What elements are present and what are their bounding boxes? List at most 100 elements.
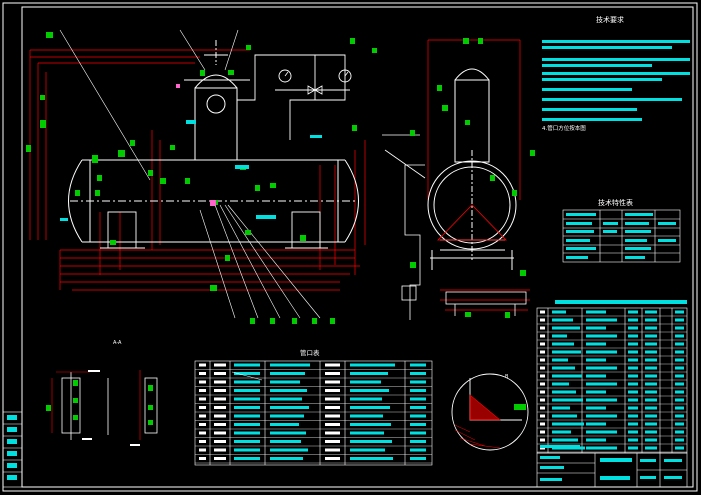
nozzle-row-dn — [214, 440, 226, 443]
parts-row-name — [586, 422, 606, 426]
nozzle-row-standard — [234, 448, 260, 452]
nozzle-row-symbol — [199, 406, 206, 409]
nozzle-row-connection — [270, 448, 308, 452]
nozzle-row-dn — [214, 389, 226, 392]
parts-row-weight — [675, 430, 684, 434]
title-block-grid — [536, 452, 688, 488]
parts-row-qty — [628, 342, 638, 346]
parts-list-rows — [537, 310, 687, 453]
parts-row-qty — [628, 414, 638, 418]
gauge-icon — [338, 69, 352, 83]
parts-row-name — [586, 446, 617, 450]
parts-row-name — [586, 310, 606, 314]
nozzle-row-remark — [410, 457, 426, 460]
nozzle-row-connection — [270, 397, 302, 401]
parts-row-qty — [628, 318, 638, 322]
nozzle-row-standard — [234, 440, 260, 443]
parts-row-material — [645, 390, 657, 394]
detail-a: A-A — [46, 340, 158, 446]
nozzle-row-connection — [270, 414, 304, 418]
nozzle-row-face — [325, 423, 340, 426]
nozzle-row-purpose — [350, 414, 383, 418]
parts-row-qty — [628, 310, 638, 314]
parts-row-index — [540, 406, 545, 410]
front-view — [26, 29, 377, 324]
parts-row-qty — [628, 390, 638, 394]
nozzle-row-face — [325, 440, 340, 443]
parts-row-material — [645, 446, 657, 450]
nozzle-row-purpose — [350, 406, 390, 409]
tech-characteristics-cells — [566, 213, 676, 259]
parts-row-material — [645, 382, 657, 386]
parts-row-index — [540, 374, 545, 378]
parts-row-qty — [628, 334, 638, 338]
parts-row-qty — [628, 438, 638, 442]
nozzle-row-symbol — [199, 372, 206, 375]
tech-characteristics-title: 技术特性表 — [598, 198, 633, 207]
nozzle-row-purpose — [350, 372, 388, 375]
inner-frame — [21, 6, 694, 488]
nozzle-table-title: 管口表 — [300, 348, 320, 357]
parts-row-index — [540, 430, 545, 434]
nozzle-row-connection — [270, 389, 307, 392]
parts-row-code — [552, 414, 577, 418]
parts-row-code — [552, 342, 574, 346]
nozzle-row-purpose — [350, 457, 393, 460]
parts-row-code — [552, 398, 583, 402]
tech-requirements-title: 技术要求 — [596, 15, 624, 24]
nozzle-row-purpose — [350, 363, 395, 367]
nozzle-row-standard — [234, 423, 260, 426]
tech-characteristics: 技术特性表 — [562, 198, 681, 263]
nozzle-row-connection — [270, 406, 309, 409]
nozzle-row-face — [325, 389, 340, 392]
parts-row-qty — [628, 358, 638, 362]
parts-row-qty — [628, 374, 638, 378]
nozzle-row-face — [325, 372, 340, 375]
parts-row-code — [552, 366, 575, 370]
parts-row-name — [586, 398, 617, 402]
parts-row-name — [586, 390, 606, 394]
tech-note-4: 4.管口方位按本图 — [542, 124, 586, 132]
parts-row-index — [540, 358, 545, 362]
nozzle-row-standard — [234, 397, 260, 401]
parts-row-qty — [628, 422, 638, 426]
nozzle-row-dn — [214, 414, 226, 418]
nozzle-marks — [176, 84, 216, 206]
nozzle-row-standard — [234, 457, 260, 460]
parts-row-code — [552, 358, 568, 362]
leader-lines — [59, 29, 321, 319]
parts-row-index — [540, 438, 545, 442]
left-strip-table — [2, 411, 23, 488]
parts-row-qty — [628, 382, 638, 386]
nozzle-row-connection — [270, 457, 303, 460]
parts-row-name — [586, 342, 606, 346]
parts-row-material — [645, 398, 657, 402]
nozzle-row-remark — [410, 380, 426, 384]
nozzle-row-dn — [214, 363, 226, 367]
saddle-detail — [445, 291, 527, 316]
parts-row-name — [586, 366, 617, 370]
nozzle-table-diagonal — [231, 371, 263, 381]
nozzle-row-standard — [234, 414, 260, 418]
front-dimension-text — [60, 120, 322, 221]
nozzle-row-symbol — [199, 423, 206, 426]
nozzle-row-symbol — [199, 414, 206, 418]
nozzle-row-purpose — [350, 440, 392, 443]
parts-row-material — [645, 310, 657, 314]
nozzle-row-face — [325, 406, 340, 409]
nozzle-row-purpose — [350, 380, 381, 384]
parts-row-weight — [675, 350, 684, 354]
nozzle-row-remark — [410, 372, 426, 375]
parts-row-index — [540, 366, 545, 370]
parts-row-index — [540, 398, 545, 402]
nozzle-row-face — [325, 448, 340, 452]
parts-row-code — [552, 390, 576, 394]
nozzle-row-face — [325, 397, 340, 401]
parts-row-name — [586, 414, 617, 418]
parts-row-material — [645, 374, 657, 378]
parts-row-index — [540, 382, 545, 386]
tech-requirements: 技术要求 4.管口方位按本图 — [542, 15, 690, 132]
parts-row-index — [540, 422, 545, 426]
